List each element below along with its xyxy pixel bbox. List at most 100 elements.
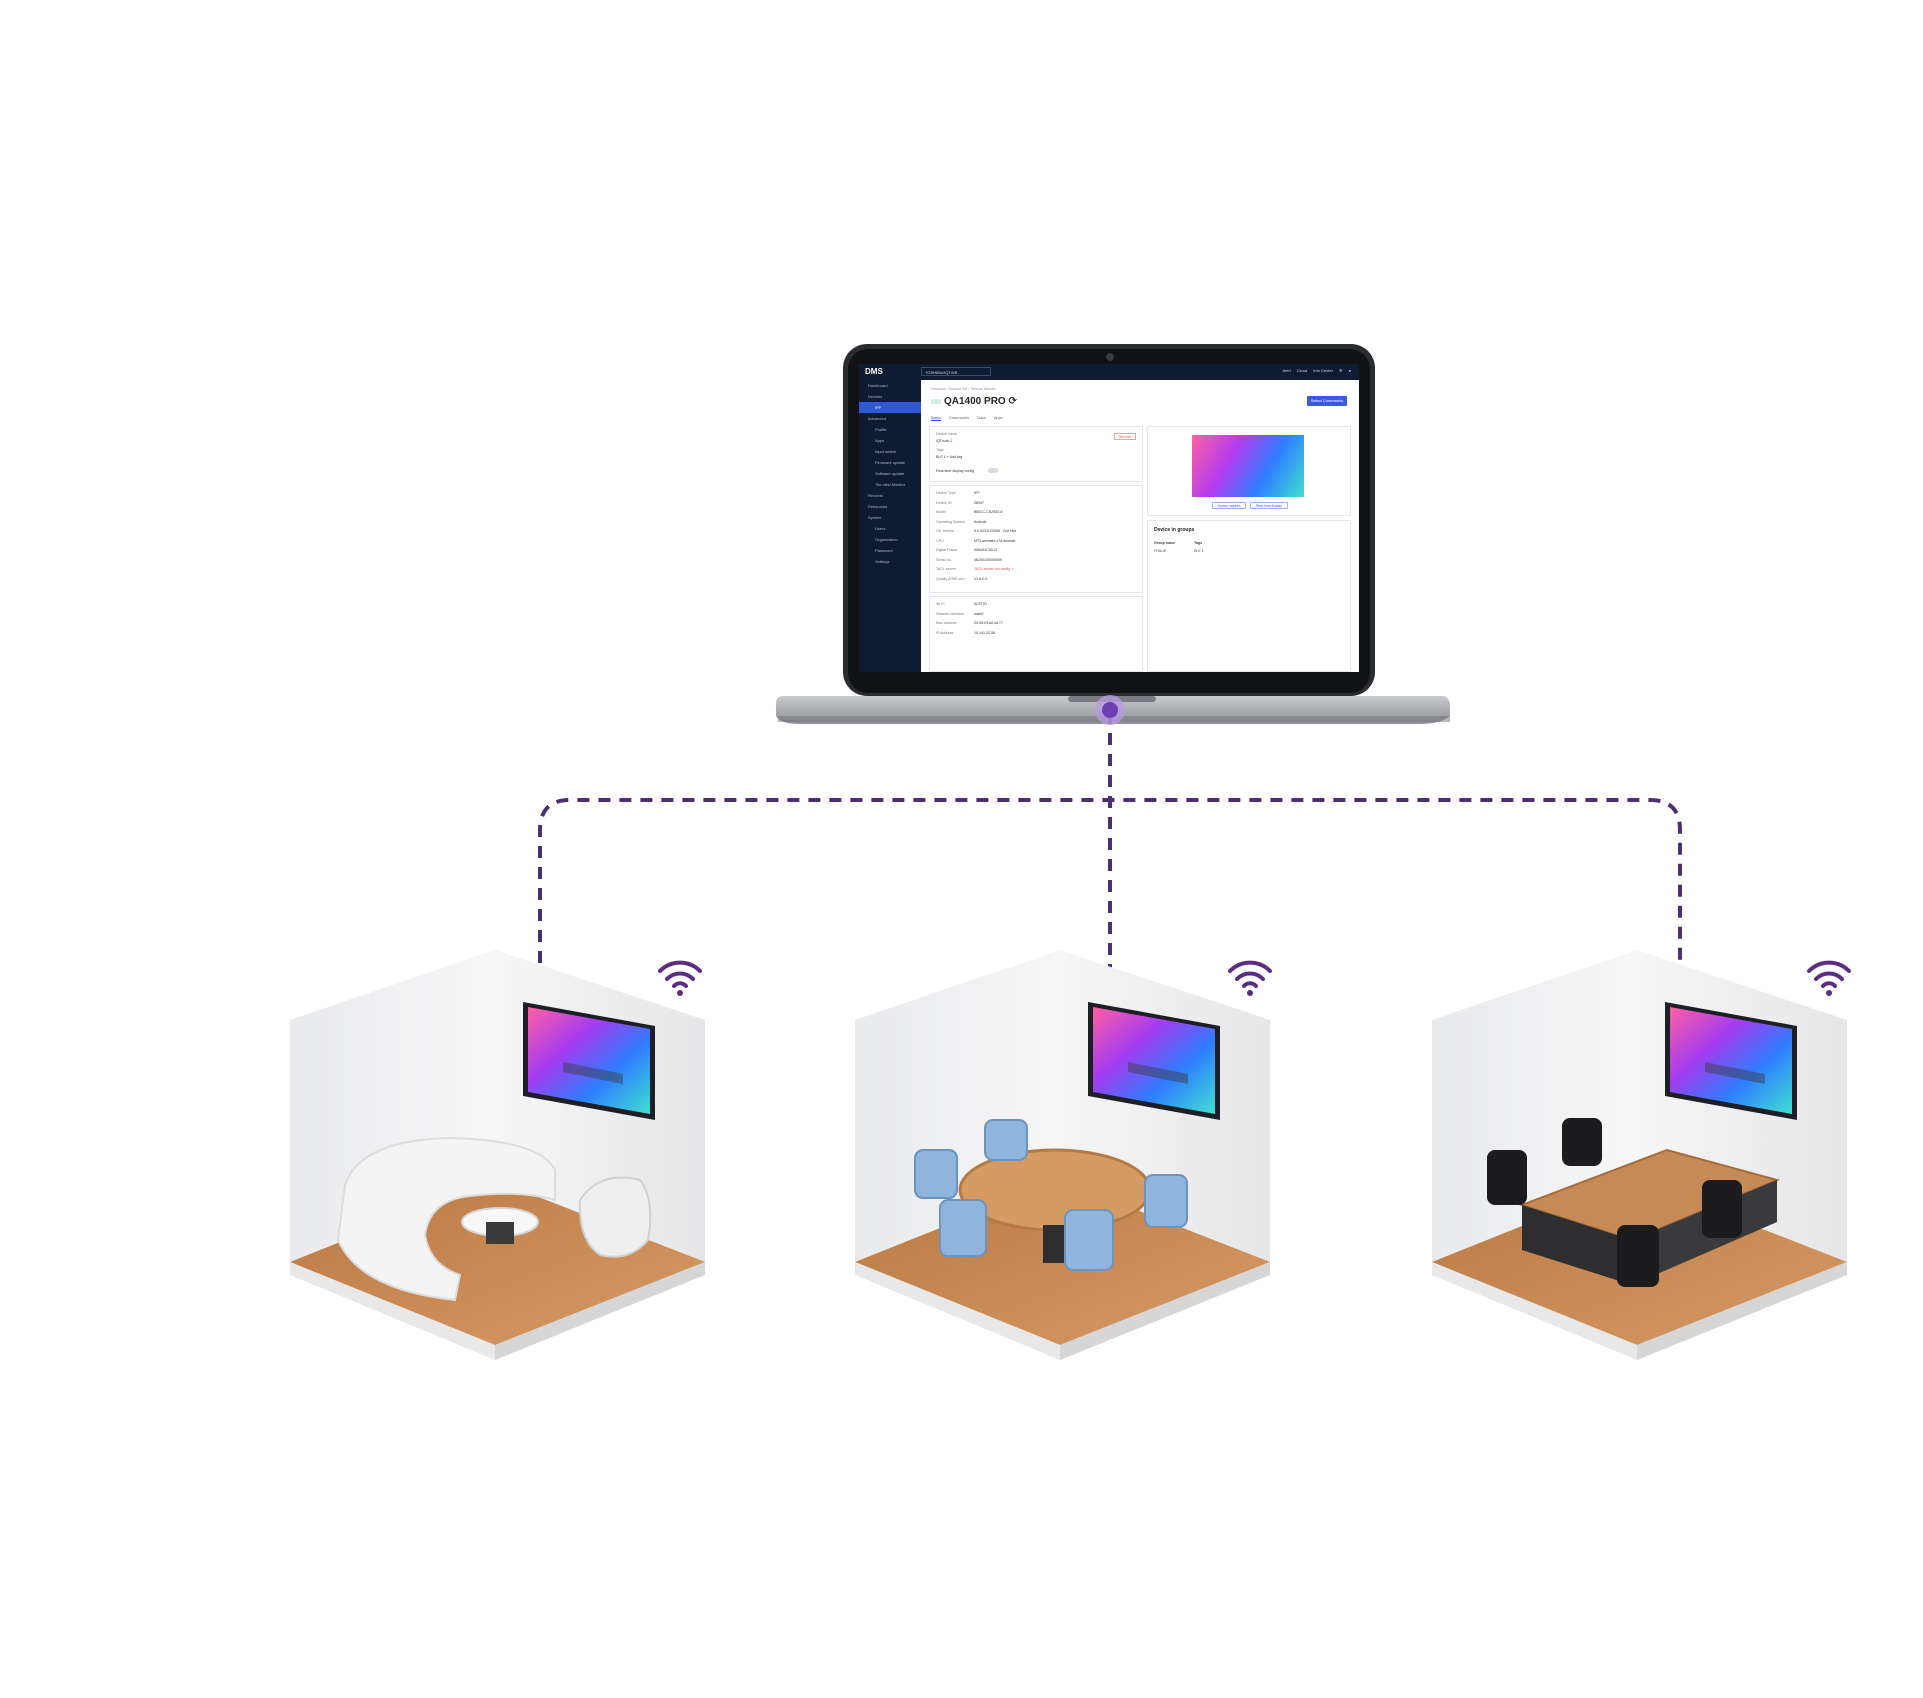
alert-label[interactable]: Alert <box>1282 368 1291 373</box>
detail-value: BB/CC-CS2502-8 <box>974 510 1003 514</box>
tab-data[interactable]: Data <box>977 415 986 420</box>
detail-value: 0064A1C0013 <box>974 548 997 552</box>
detail-label: Model <box>936 510 946 514</box>
network-value: 10.141.32.56 <box>974 630 995 635</box>
sidebar-item-tile-view-monitor[interactable]: Tile-view Monitor <box>875 482 906 487</box>
group-name-cell[interactable]: FRAUE <box>1154 549 1167 553</box>
room-boardroom <box>1432 950 1851 1360</box>
detail-row: Serial No. 46200100000009 <box>936 557 1002 562</box>
group-name-header: Group name <box>1154 541 1176 545</box>
detail-value: 5.0.0231120308 · 2nd Hint <box>974 529 1017 533</box>
network-label: IP Address <box>936 630 954 635</box>
toggle-label: Real-time display config <box>936 469 975 473</box>
page-title: QA1400 PRO ⟳ <box>931 396 1017 407</box>
screen-capture-button[interactable]: Screen capture <box>1212 502 1246 509</box>
detail-row: Quality (DMS ver) V1.6.0.0 <box>936 576 987 581</box>
info-center-label[interactable]: Info Center <box>1313 368 1333 373</box>
sidebar-item-advanced[interactable]: Advanced <box>868 416 886 421</box>
sidebar-item-dashboard[interactable]: Dashboard <box>868 383 888 388</box>
detail-row: CPU MT5 armeabi-v7a,armeab <box>936 538 1015 543</box>
app-topbar: DMS TOSHIBAHQTWB Alert Cloud Info Center… <box>859 364 1359 380</box>
detail-label: CPU <box>936 538 944 543</box>
screen-preview-card: Screen capture Real-time display <box>1147 426 1351 516</box>
detail-label: Device ID <box>936 500 952 505</box>
sidebar-item-users[interactable]: Users <box>875 526 886 531</box>
device-name-value[interactable]: IQTouch 2 <box>936 439 953 443</box>
webcam-icon <box>1106 353 1114 361</box>
group-tags-header: Tags <box>1194 541 1203 545</box>
network-row: Wi-Fi ACFITD <box>936 602 987 606</box>
network-label: Network interface <box>936 611 964 616</box>
device-detail-panel: Devices / Screen list / Device details Q… <box>921 380 1359 672</box>
cloud-label[interactable]: Cloud <box>1296 368 1308 373</box>
tab-basic[interactable]: Basic <box>931 415 941 421</box>
realtime-display-button[interactable]: Real-time display <box>1250 502 1288 509</box>
sidebar-item-software-update[interactable]: Software update <box>875 471 905 476</box>
select-commands-button[interactable]: Select Commands <box>1307 396 1347 406</box>
group-tags-cell: BLE 1 <box>1194 549 1204 553</box>
sidebar-item-input-switch[interactable]: Input switch <box>875 449 897 454</box>
detail-value: V1.6.0.0 <box>974 576 988 581</box>
connector-lines <box>538 712 1682 1005</box>
detail-label: Operating System <box>936 519 965 524</box>
sidebar-item-devices[interactable]: Devices <box>868 394 883 399</box>
room-meeting <box>855 950 1272 1360</box>
detail-row: OS version 5.0.0231120308 · 2nd Hint <box>936 529 1016 533</box>
laptop-screen: DMS TOSHIBAHQTWB Alert Cloud Info Center… <box>859 364 1359 672</box>
sidebar-item-records[interactable]: Records <box>868 493 883 498</box>
black-chairs <box>1487 1118 1742 1287</box>
tab-apps[interactable]: Apps <box>993 415 1003 420</box>
org-picker[interactable]: TOSHIBAHQTWB <box>921 367 991 376</box>
online-badge <box>931 398 941 404</box>
detail-value: 28937 <box>974 500 984 505</box>
sidebar-item-organization[interactable]: Organization <box>875 537 898 542</box>
detail-label: TACL server <box>936 567 956 571</box>
detail-label: Device Type <box>936 491 956 495</box>
detail-row: Model BB/CC-CS2502-8 <box>936 510 1002 514</box>
sidebar-item-profile[interactable]: Profile <box>875 427 887 432</box>
sidebar-item-password[interactable]: Password <box>875 548 893 553</box>
wifi-icon <box>1228 960 1272 998</box>
sidebar-item-ifp[interactable]: IFP <box>859 402 921 413</box>
screen-preview-image <box>1192 435 1304 497</box>
settings-icon[interactable]: ⚙ <box>1338 368 1343 373</box>
wifi-icon <box>1807 960 1851 998</box>
detail-label: Serial No. <box>936 557 952 562</box>
detail-row: Operating System Android <box>936 519 986 524</box>
detail-label: Quality (DMS ver) <box>936 576 965 581</box>
connector-left <box>538 798 1682 1005</box>
network-value: wlan0 <box>974 611 984 616</box>
network-value: 20:08:03:a0:4d:77 <box>974 621 1003 625</box>
network-value: ACFITD <box>974 602 987 606</box>
sidebar-item-apps[interactable]: Apps <box>875 438 885 443</box>
sidebar-item-system[interactable]: System <box>868 515 882 520</box>
network-row: Network interface wlan0 <box>936 611 983 616</box>
device-name-card: Device name IQTouch 2 Tags BLE 1 + Add t… <box>929 426 1143 482</box>
tags-value[interactable]: BLE 1 + Add tag <box>936 455 963 459</box>
detail-row: Device Type IFP <box>936 491 980 495</box>
tab-bar: Basic Commands Data Apps <box>931 415 1003 421</box>
detail-row: Device ID 28937 <box>936 500 984 505</box>
network-label: Wi-Fi <box>936 602 945 606</box>
sidebar-item-resources[interactable]: Resources <box>868 504 888 509</box>
user-icon[interactable]: ● <box>1348 368 1351 373</box>
lounge-chair <box>578 1176 652 1258</box>
remove-button[interactable]: Remove <box>1114 433 1136 440</box>
detail-label: OS version <box>936 529 954 533</box>
tab-commands[interactable]: Commands <box>948 415 970 420</box>
detail-value: MT5 armeabi-v7a,armeab <box>974 538 1016 543</box>
sidebar-item-firmware-update[interactable]: Firmware update <box>875 460 906 465</box>
sidebar-item-settings[interactable]: Settings <box>875 559 890 564</box>
refresh-icon[interactable]: ⟳ <box>1008 396 1017 407</box>
detail-value: 46200100000009 <box>974 557 1002 562</box>
detail-value: Android <box>974 519 987 524</box>
room-lounge <box>290 950 705 1360</box>
realtime-toggle[interactable] <box>988 468 998 473</box>
curved-sofa <box>336 1136 556 1302</box>
detail-value: IFP <box>974 491 980 495</box>
